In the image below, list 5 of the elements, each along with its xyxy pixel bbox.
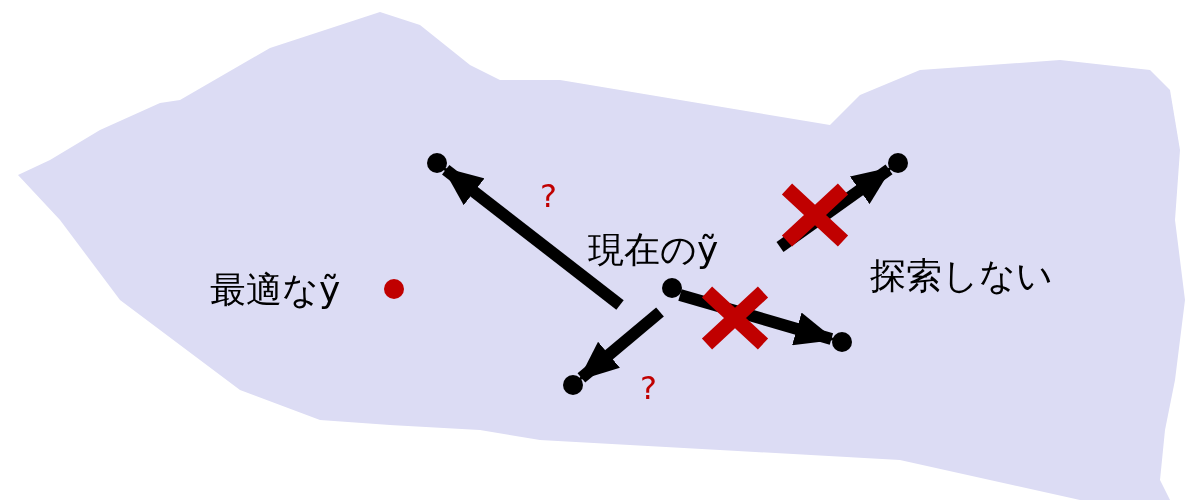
point-label: 最適なỹ	[210, 272, 341, 308]
note-text: 探索しない	[870, 258, 1053, 294]
edge-label: ?	[540, 180, 557, 212]
point-label: 現在のỹ	[588, 232, 719, 268]
edge-label: ?	[640, 372, 657, 404]
